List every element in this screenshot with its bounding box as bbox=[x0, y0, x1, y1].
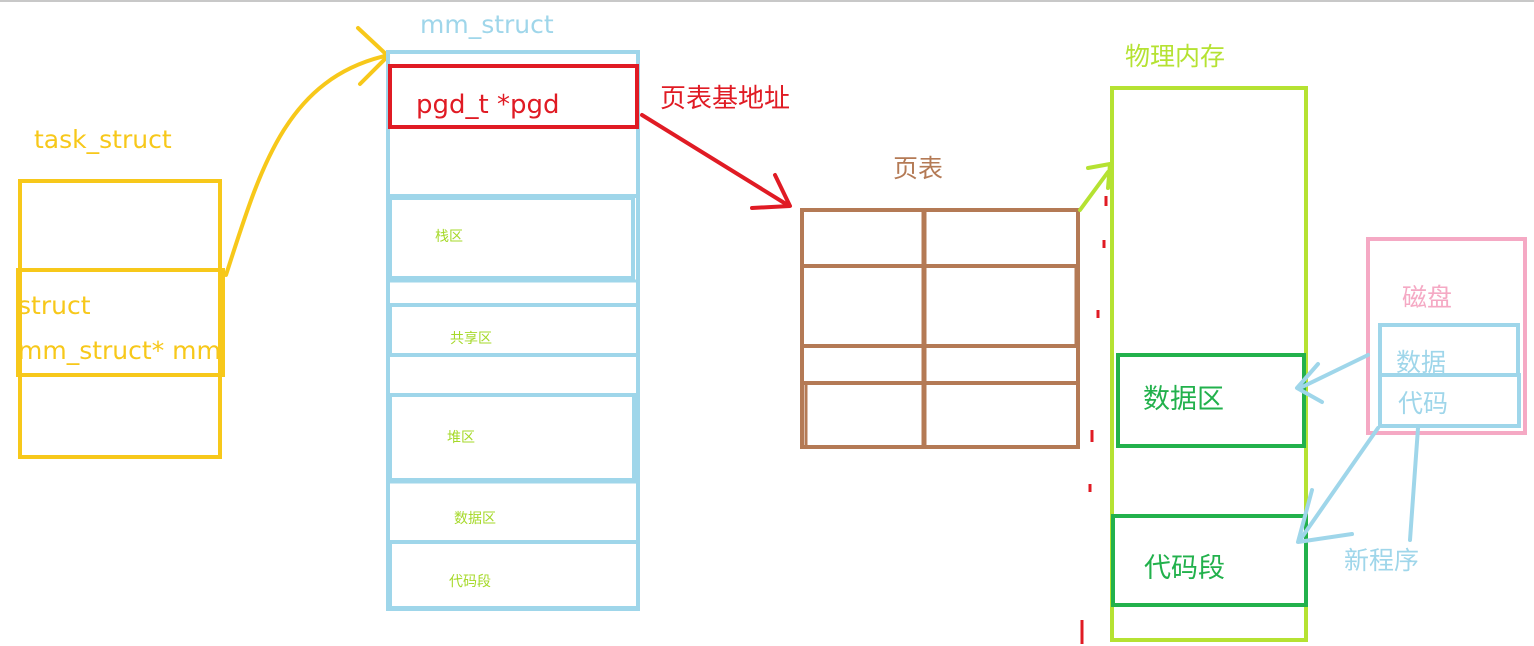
stack-region-label: 栈区 bbox=[435, 229, 463, 245]
mm-struct-title: mm_struct bbox=[420, 10, 554, 39]
physical-data-region-label: 数据区 bbox=[1143, 384, 1224, 415]
load-code-arrowhead bbox=[1296, 488, 1354, 544]
page-table-base-label: 页表基地址 bbox=[660, 84, 790, 114]
disk-code-label: 代码 bbox=[1398, 389, 1448, 418]
task-struct-title: task_struct bbox=[34, 125, 172, 154]
mm-struct-box bbox=[386, 50, 640, 611]
physical-code-region-box bbox=[1111, 514, 1308, 607]
disk-title: 磁盘 bbox=[1402, 283, 1452, 312]
mapping-arrow-line bbox=[1078, 170, 1110, 212]
mm-pointer-arrow bbox=[224, 54, 387, 277]
load-data-arrow-line bbox=[1298, 353, 1370, 390]
shared-region-box bbox=[388, 303, 640, 357]
disk-code-box bbox=[1378, 373, 1521, 428]
pgd-field-label: pgd_t *pgd bbox=[416, 90, 559, 120]
physical-memory-title: 物理内存 bbox=[1125, 42, 1225, 71]
new-program-label: 新程序 bbox=[1344, 546, 1419, 575]
physical-code-region-label: 代码段 bbox=[1144, 553, 1225, 584]
heap-region-box bbox=[388, 393, 636, 482]
task-struct-mm-field bbox=[16, 268, 225, 377]
red-dash-marks bbox=[1080, 196, 1108, 644]
page-table-border bbox=[800, 208, 1080, 449]
shared-region-label: 共享区 bbox=[450, 330, 492, 347]
stack-region-box bbox=[388, 196, 635, 280]
code-region-box bbox=[388, 540, 640, 610]
load-data-arrowhead bbox=[1295, 362, 1324, 404]
code-region-label: 代码段 bbox=[449, 574, 491, 590]
pgd-field-box bbox=[388, 64, 639, 129]
task-struct-field-line2: mm_struct* mm bbox=[18, 336, 221, 365]
disk-data-label: 数据 bbox=[1396, 348, 1446, 377]
data-region-label: 数据区 bbox=[454, 511, 496, 527]
pgd-arrowhead bbox=[750, 173, 792, 210]
page-table-grid bbox=[800, 208, 1080, 449]
task-struct-field-line1: struct bbox=[18, 291, 91, 320]
pgd-arrow-line bbox=[640, 113, 788, 206]
page-table-title: 页表 bbox=[893, 154, 943, 183]
physical-data-region-box bbox=[1116, 353, 1306, 448]
disk-box bbox=[1366, 237, 1527, 435]
new-program-line bbox=[1408, 426, 1420, 542]
heap-region-label: 堆区 bbox=[447, 430, 475, 446]
load-code-arrow-line bbox=[1298, 426, 1380, 542]
